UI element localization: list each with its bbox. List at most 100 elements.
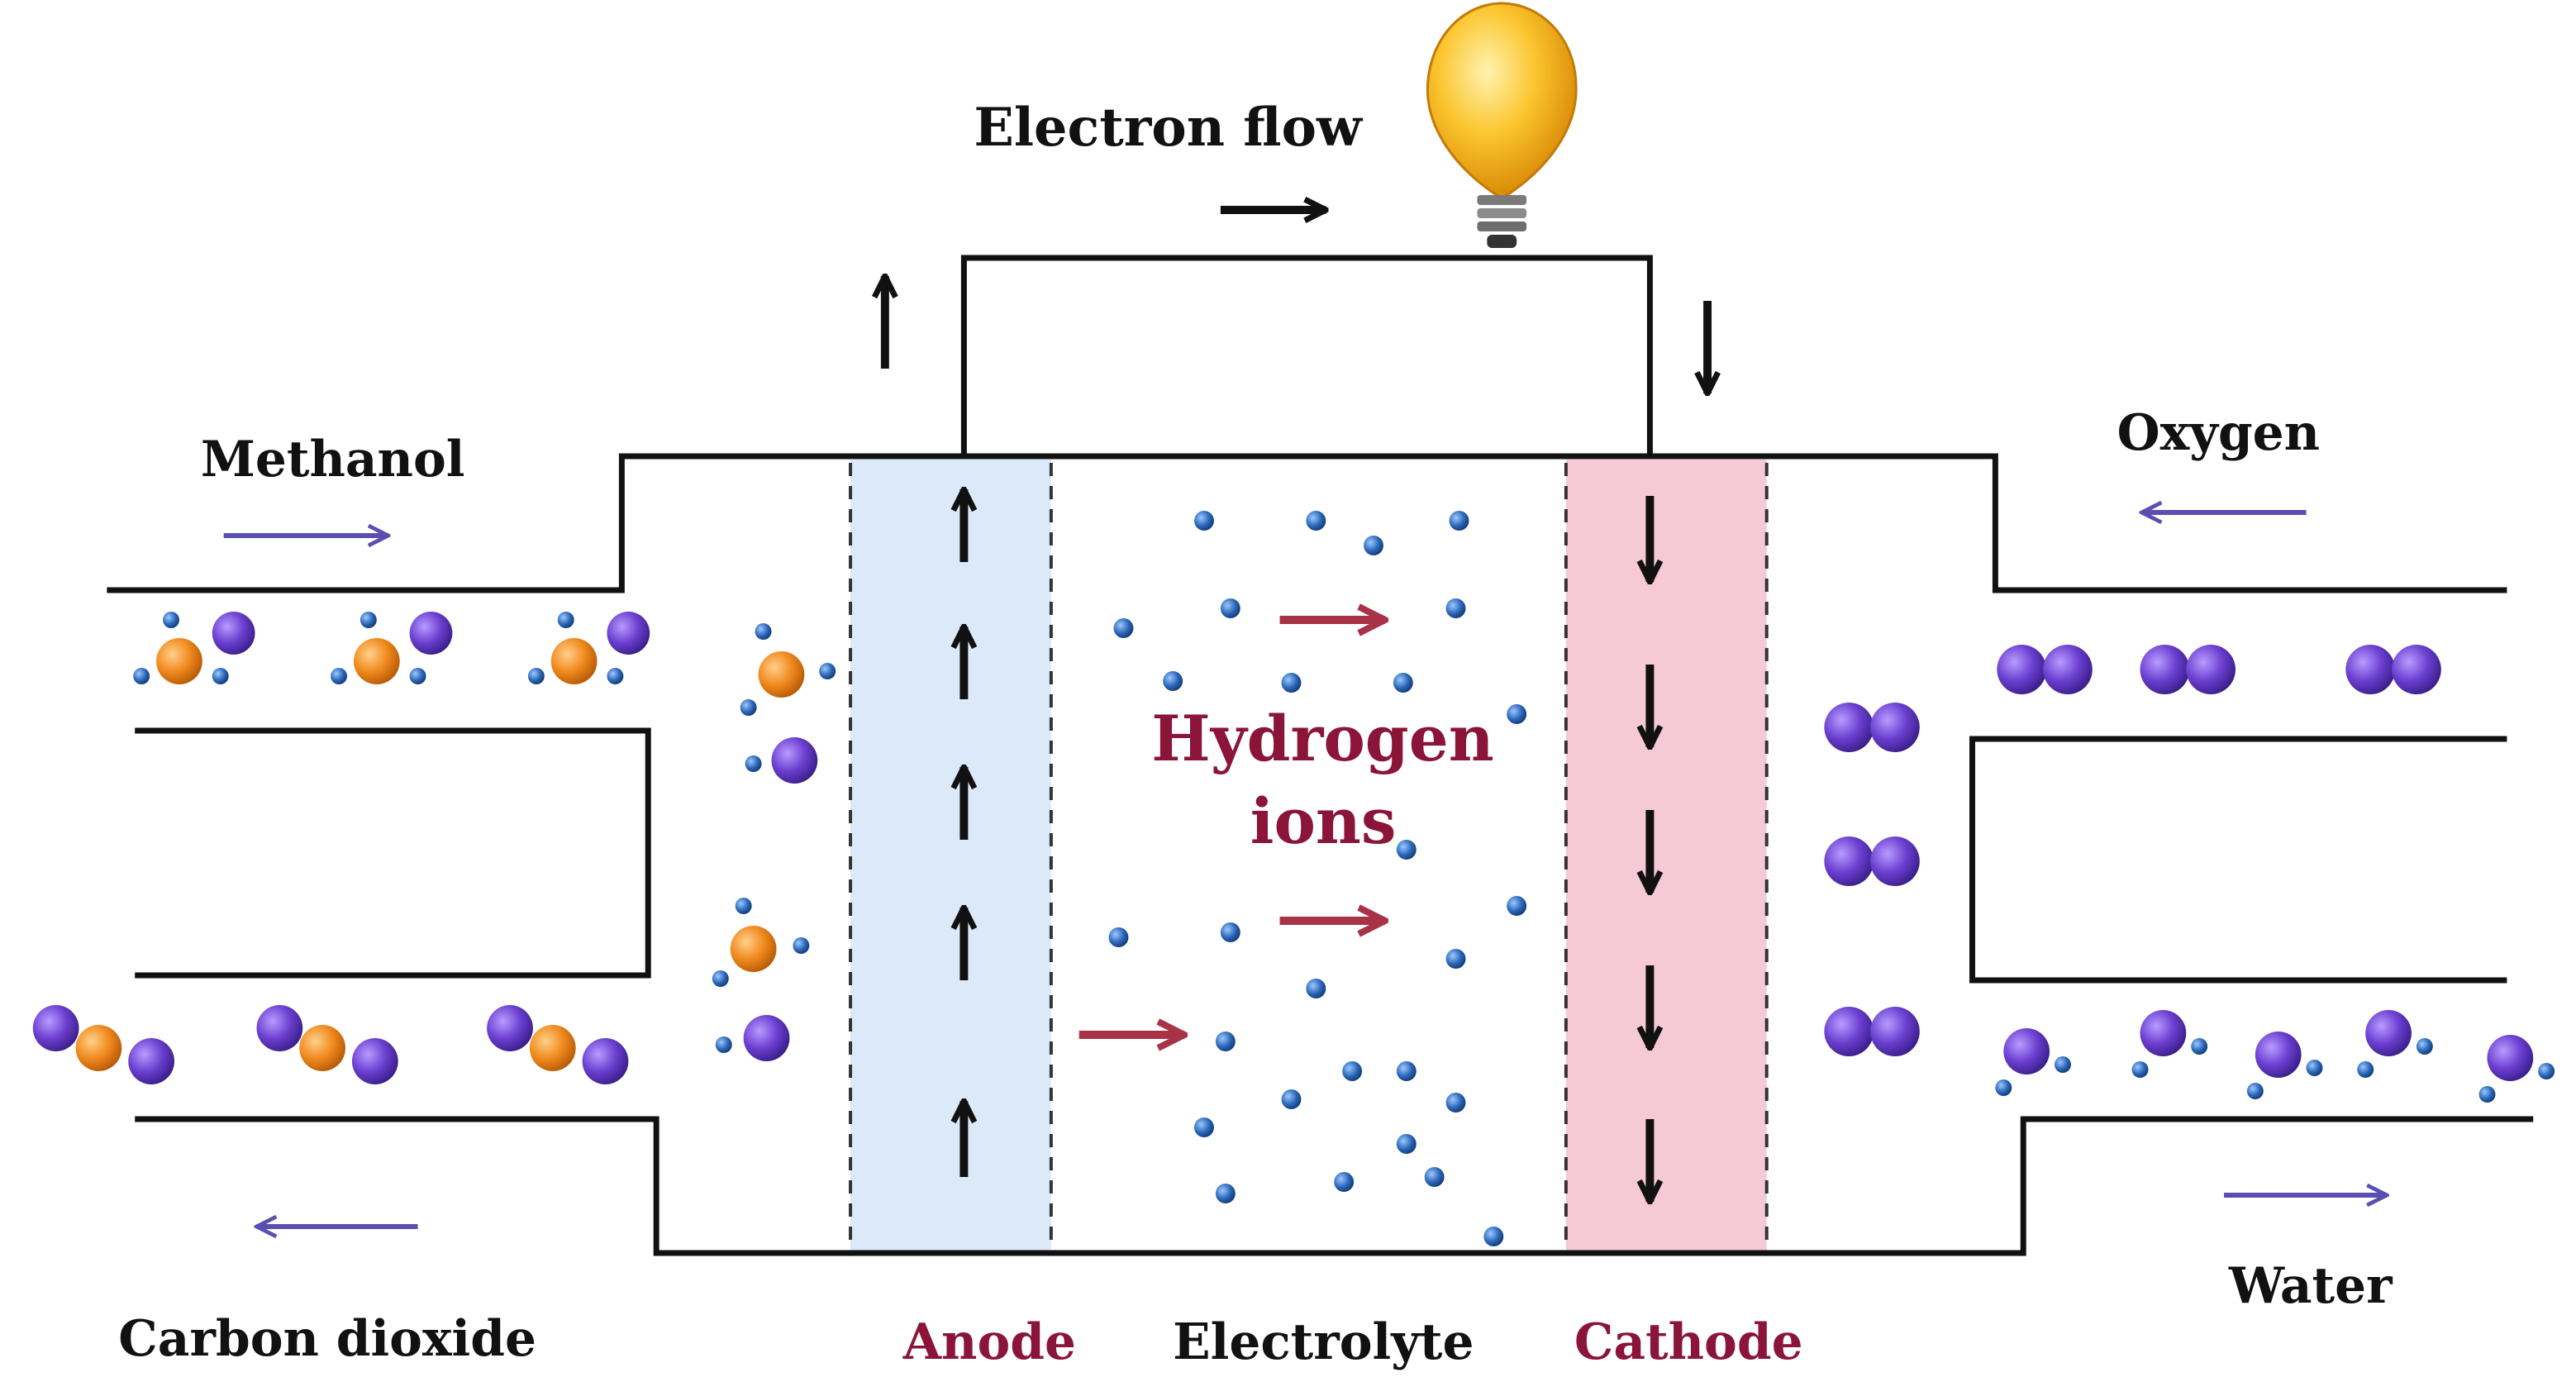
oxygen-atom xyxy=(607,612,650,655)
oxygen-atom xyxy=(256,1005,303,1051)
hydrogen-ion xyxy=(1306,511,1326,531)
hydrogen-atom xyxy=(2131,1061,2149,1078)
oxygen-atom xyxy=(2365,1010,2412,1056)
oxygen-atom xyxy=(351,1038,398,1084)
oxygen-atom xyxy=(2186,645,2236,694)
hydrogen-atom xyxy=(819,663,836,679)
ions-label: ions xyxy=(1250,784,1397,858)
hydrogen-ion xyxy=(1449,511,1469,531)
hydrogen-ion xyxy=(1445,598,1466,618)
hydrogen-label: Hydrogen xyxy=(1151,702,1493,775)
oxygen-atom xyxy=(2003,1028,2050,1074)
external-circuit xyxy=(960,255,1653,456)
oxygen-atom xyxy=(582,1038,629,1084)
hydrogen-atom xyxy=(409,668,426,684)
hydrogen-atom xyxy=(331,668,347,684)
oxygen-atom xyxy=(771,737,818,784)
oxygen-atom xyxy=(212,612,255,655)
hydrogen-ion xyxy=(1342,1061,1363,1081)
water-label: Water xyxy=(2228,1257,2393,1315)
oxygen-atom xyxy=(2043,645,2093,694)
carbon-dioxide-label: Carbon dioxide xyxy=(118,1310,536,1368)
hydrogen-ion xyxy=(1507,704,1527,724)
molecules xyxy=(32,511,2555,1246)
hydrogen-ion xyxy=(1306,979,1326,998)
methanol-label: Methanol xyxy=(201,431,465,488)
hydrogen-ion xyxy=(1424,1167,1445,1187)
hydrogen-atom xyxy=(2055,1056,2071,1073)
cell-outline xyxy=(107,255,2534,1256)
hydrogen-ion xyxy=(1194,1117,1214,1137)
hydrogen-ion xyxy=(1220,598,1240,618)
oxygen-atom xyxy=(1870,836,1920,886)
oxygen-atom xyxy=(2140,1010,2187,1056)
hydrogen-ion xyxy=(1396,1061,1417,1081)
hydrogen-ion xyxy=(1281,1089,1302,1109)
hydrogen-atom xyxy=(2478,1086,2496,1103)
oxygen-atom xyxy=(32,1005,79,1051)
oxygen-atom xyxy=(409,612,453,655)
oxygen-atom xyxy=(128,1038,174,1084)
anode-label: Anode xyxy=(902,1313,1076,1371)
hydrogen-ion xyxy=(1393,673,1413,693)
carbon-atom xyxy=(730,926,777,972)
oxygen-atom xyxy=(1997,645,2047,694)
hydrogen-ion xyxy=(1113,618,1134,638)
oxygen-atom xyxy=(1870,1007,1920,1056)
hydrogen-atom xyxy=(2306,1060,2323,1076)
oxygen-atom xyxy=(2140,645,2190,694)
hydrogen-atom xyxy=(755,623,772,640)
carbon-atom xyxy=(299,1025,345,1071)
hydrogen-atom xyxy=(2357,1061,2374,1078)
cathode-band xyxy=(1565,460,1767,1253)
hydrogen-atom xyxy=(133,668,150,684)
hydrogen-atom xyxy=(715,1036,732,1053)
hydrogen-atom xyxy=(2538,1063,2555,1079)
hydrogen-ion xyxy=(1194,511,1214,531)
oxygen-atom xyxy=(1824,836,1874,886)
hydrogen-atom xyxy=(359,612,377,628)
hydrogen-atom xyxy=(745,755,762,772)
oxygen-atom xyxy=(2345,645,2396,694)
anode-band xyxy=(850,460,1051,1253)
hydrogen-ion xyxy=(1220,922,1240,942)
carbon-atom xyxy=(353,638,400,684)
hydrogen-ion xyxy=(1483,1227,1504,1246)
hydrogen-ion xyxy=(1507,896,1527,916)
hydrogen-atom xyxy=(735,898,752,914)
oxygen-atom xyxy=(487,1005,533,1051)
carbon-atom xyxy=(75,1025,122,1071)
hydrogen-atom xyxy=(1995,1079,2012,1096)
hydrogen-atom xyxy=(607,668,624,684)
hydrogen-ion xyxy=(1215,1032,1236,1051)
hydrogen-atom xyxy=(793,937,810,954)
hydrogen-ion xyxy=(1396,840,1417,860)
carbon-atom xyxy=(529,1025,576,1071)
hydrogen-atom xyxy=(740,699,757,716)
hydrogen-atom xyxy=(712,970,729,987)
oxygen-atom xyxy=(2392,645,2441,694)
hydrogen-ion xyxy=(1281,673,1302,693)
hydrogen-ion xyxy=(1334,1172,1355,1192)
hydrogen-atom xyxy=(557,612,574,628)
electrolyte-label: Electrolyte xyxy=(1173,1313,1474,1371)
carbon-atom xyxy=(758,651,805,698)
electron-flow-label: Electron flow xyxy=(974,97,1364,159)
hydrogen-ion xyxy=(1364,536,1383,555)
hydrogen-atom xyxy=(2246,1083,2264,1099)
hydrogen-ion xyxy=(1445,949,1466,969)
oxygen-atom xyxy=(1824,703,1874,752)
hydrogen-ion xyxy=(1108,927,1129,947)
oxygen-atom xyxy=(2487,1035,2534,1081)
carbon-atom xyxy=(550,638,598,684)
oxygen-atom xyxy=(743,1015,790,1061)
oxygen-atom xyxy=(2255,1032,2302,1078)
light-bulb-icon xyxy=(1426,2,1578,248)
hydrogen-ion xyxy=(1215,1184,1236,1203)
oxygen-atom xyxy=(1870,703,1920,752)
hydrogen-atom xyxy=(163,612,179,628)
hydrogen-atom xyxy=(212,668,229,684)
hydrogen-ion xyxy=(1163,671,1183,691)
hydrogen-atom xyxy=(2191,1038,2208,1055)
